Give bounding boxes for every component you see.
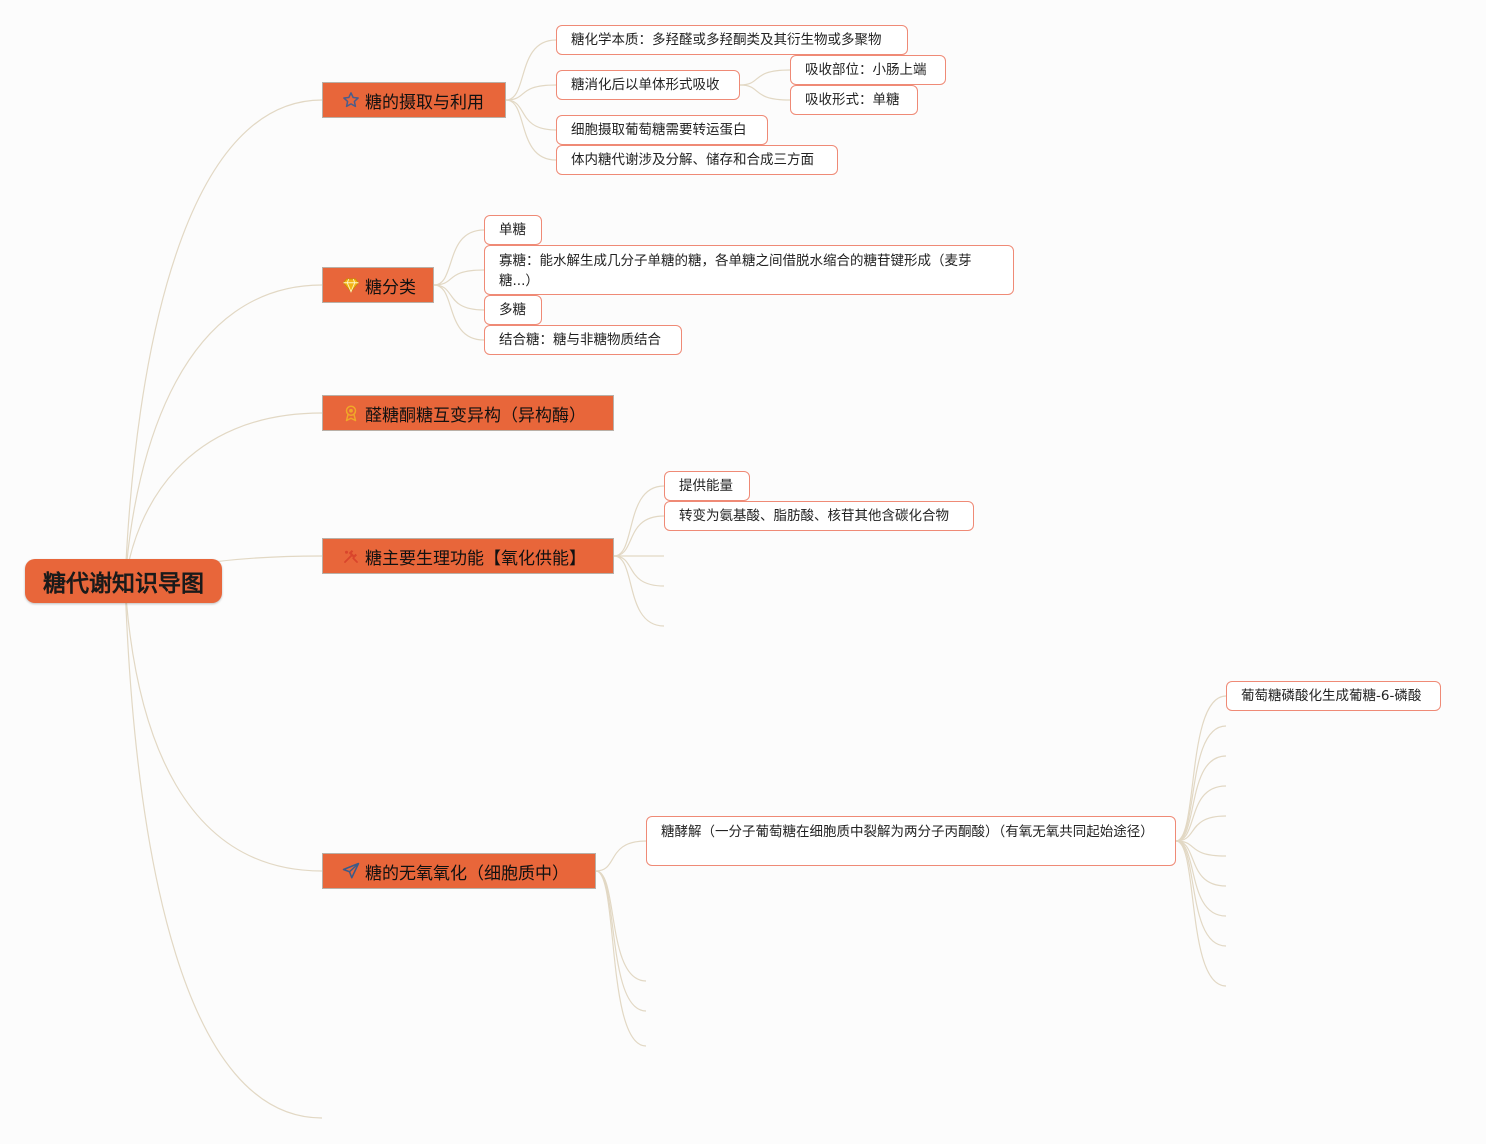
connector-line [505, 39, 557, 101]
connector-line [124, 412, 323, 584]
leaf-label: 多糖 [499, 302, 526, 318]
leaf-glycolysis[interactable]: 糖酵解（一分子葡萄糖在细胞质中裂解为两分子丙酮酸）（有氧无氧共同起始途径） [646, 816, 1176, 866]
award-icon [341, 403, 361, 423]
leaf-label: 体内糖代谢涉及分解、储存和合成三方面 [571, 152, 814, 168]
connector-line [595, 870, 647, 982]
root-topic[interactable]: 糖代谢知识导图 [25, 559, 222, 603]
connector-line [505, 84, 557, 101]
connector-line [1175, 725, 1227, 842]
leaf-label: 细胞摄取葡萄糖需要转运蛋白 [571, 122, 747, 138]
leaf-label: 吸收部位：小肠上端 [805, 62, 927, 78]
connector-line [1175, 840, 1227, 987]
connector-line [1175, 815, 1227, 842]
tools-icon [341, 546, 361, 566]
connector-line [739, 84, 791, 101]
connector-line [613, 515, 665, 557]
connector-line [505, 99, 557, 161]
connector-line [433, 284, 485, 341]
leaf-provide-energy[interactable]: 提供能量 [664, 471, 750, 501]
leaf-conjugated-sugar[interactable]: 结合糖：糖与非糖物质结合 [484, 325, 682, 355]
leaf-absorption-site[interactable]: 吸收部位：小肠上端 [790, 55, 946, 85]
connector-line [505, 99, 557, 131]
leaf-glucose-phosphorylation[interactable]: 葡萄糖磷酸化生成葡糖-6-磷酸 [1226, 681, 1441, 711]
connector-line [613, 555, 665, 587]
connector-line [595, 870, 647, 1012]
connector-line [613, 555, 665, 627]
leaf-polysaccharide[interactable]: 多糖 [484, 295, 542, 325]
topic-label: 糖主要生理功能【氧化供能】 [365, 548, 586, 569]
topic-anaerobic-oxidation[interactable]: 糖的无氧氧化（细胞质中） [322, 853, 596, 889]
topic-sugar-classification[interactable]: 糖分类 [322, 267, 434, 303]
connector-line [124, 582, 323, 872]
connector-line [124, 284, 323, 584]
connector-line [124, 582, 323, 1119]
connector-line [613, 485, 665, 557]
connector-line [124, 99, 323, 584]
leaf-transporter-protein[interactable]: 细胞摄取葡萄糖需要转运蛋白 [556, 115, 768, 145]
leaf-label: 糖化学本质：多羟醛或多羟酮类及其衍生物或多聚物 [571, 32, 882, 48]
leaf-label: 单糖 [499, 222, 526, 238]
connector-line [1175, 785, 1227, 842]
leaf-label: 糖酵解（一分子葡萄糖在细胞质中裂解为两分子丙酮酸）（有氧无氧共同起始途径） [661, 824, 1154, 840]
connector-line [595, 870, 647, 1047]
topic-label: 糖分类 [365, 277, 416, 298]
connector-line [1175, 840, 1227, 947]
leaf-label: 提供能量 [679, 478, 733, 494]
connector-line [433, 269, 485, 286]
connector-line [1175, 840, 1227, 887]
connector-line [1175, 695, 1227, 842]
connector-line [433, 284, 485, 311]
root-topic-label: 糖代谢知识导图 [43, 571, 204, 597]
topic-main-physiological-function[interactable]: 糖主要生理功能【氧化供能】 [322, 538, 614, 574]
paper-plane-icon [341, 861, 361, 881]
connector-line [433, 229, 485, 286]
diamond-icon [341, 275, 361, 295]
leaf-absorbed-as-monomer[interactable]: 糖消化后以单体形式吸收 [556, 70, 740, 100]
topic-sugar-intake-utilization[interactable]: 糖的摄取与利用 [322, 82, 506, 118]
connector-line [1175, 755, 1227, 842]
leaf-label: 葡萄糖磷酸化生成葡糖-6-磷酸 [1241, 688, 1422, 704]
leaf-oligosaccharide[interactable]: 寡糖：能水解生成几分子单糖的糖，各单糖之间借脱水缩合的糖苷键形成（麦芽糖...） [484, 245, 1014, 295]
topic-label: 醛糖酮糖互变异构（异构酶） [365, 405, 586, 426]
leaf-label: 结合糖：糖与非糖物质结合 [499, 332, 661, 348]
topic-label: 糖的无氧氧化（细胞质中） [365, 863, 569, 884]
connector-line [595, 840, 647, 872]
star-icon [341, 90, 361, 110]
leaf-three-aspects[interactable]: 体内糖代谢涉及分解、储存和合成三方面 [556, 145, 838, 175]
leaf-label: 糖消化后以单体形式吸收 [571, 77, 720, 93]
topic-aldose-ketose-isomerization[interactable]: 醛糖酮糖互变异构（异构酶） [322, 395, 614, 431]
leaf-label: 转变为氨基酸、脂肪酸、核苷其他含碳化合物 [679, 508, 949, 524]
leaf-convert-to-compounds[interactable]: 转变为氨基酸、脂肪酸、核苷其他含碳化合物 [664, 501, 974, 531]
leaf-monosaccharide[interactable]: 单糖 [484, 215, 542, 245]
leaf-label: 寡糖：能水解生成几分子单糖的糖，各单糖之间借脱水缩合的糖苷键形成（麦芽糖...） [499, 253, 972, 289]
connector-line [1175, 840, 1227, 857]
leaf-absorption-form[interactable]: 吸收形式：单糖 [790, 85, 918, 115]
connector-line [739, 69, 791, 86]
topic-label: 糖的摄取与利用 [365, 92, 484, 113]
leaf-chemical-nature[interactable]: 糖化学本质：多羟醛或多羟酮类及其衍生物或多聚物 [556, 25, 908, 55]
leaf-label: 吸收形式：单糖 [805, 92, 900, 108]
